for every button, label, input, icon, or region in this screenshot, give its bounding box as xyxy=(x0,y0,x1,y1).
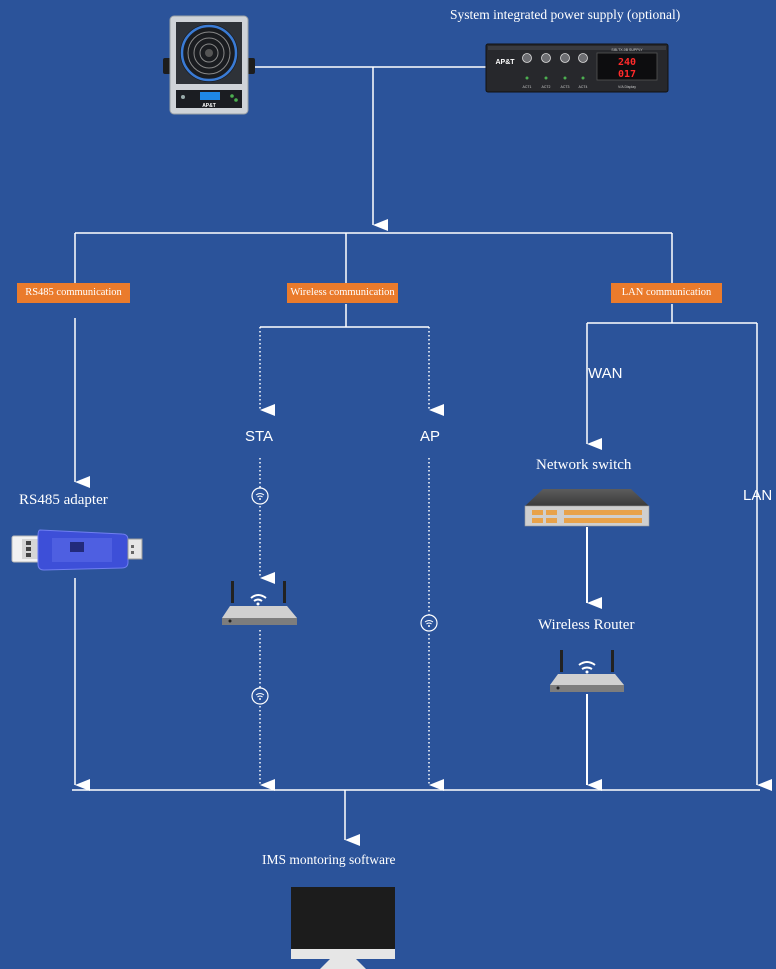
psu-channel-4: ACT4 xyxy=(579,85,588,89)
ionizer-fan-icon xyxy=(163,15,255,115)
wan-label: WAN xyxy=(588,365,623,382)
power-supply-unit-icon xyxy=(485,43,669,93)
psu-display-bottom: 017 xyxy=(618,69,636,80)
wireless-router-icon xyxy=(550,650,624,692)
connector-lines xyxy=(72,66,772,846)
wifi-circle-icon xyxy=(251,687,269,705)
power-supply-label: System integrated power supply (optional… xyxy=(450,7,681,22)
psu-brand: AP&T xyxy=(495,59,515,66)
psu-channel-2: ACT2 xyxy=(542,85,551,89)
wireless-paths xyxy=(259,327,444,791)
software-label: IMS montoring software xyxy=(262,852,396,867)
lan-label: LAN xyxy=(743,487,773,504)
psu-channel-3: ACT3 xyxy=(561,85,570,89)
rs485-adapter-label: RS485 adapter xyxy=(19,492,108,508)
rs485-communication-badge: RS485 communication xyxy=(17,283,130,303)
wireless-communication-badge: Wireless communication xyxy=(287,283,398,303)
network-switch-icon xyxy=(524,489,650,527)
lan-communication-badge: LAN communication xyxy=(611,283,722,303)
psu-model-title: SIB-TX-0B SUPPLY xyxy=(611,48,643,52)
ap-label: AP xyxy=(420,428,441,445)
psu-display-caption: V/A Display xyxy=(618,85,636,89)
monitor-icon xyxy=(291,887,395,969)
wifi-circle-icon xyxy=(420,614,438,632)
sta-label: STA xyxy=(245,428,274,445)
wireless-router-label: Wireless Router xyxy=(538,617,635,633)
psu-display-top: 240 xyxy=(618,57,636,68)
rs485-adapter-icon xyxy=(11,529,143,571)
psu-channel-1: ACT1 xyxy=(523,85,532,89)
wifi-circle-icon xyxy=(251,487,269,505)
network-switch-label: Network switch xyxy=(536,457,632,473)
ionizer-brand: AP&T xyxy=(202,103,216,109)
router-icon xyxy=(222,581,297,625)
